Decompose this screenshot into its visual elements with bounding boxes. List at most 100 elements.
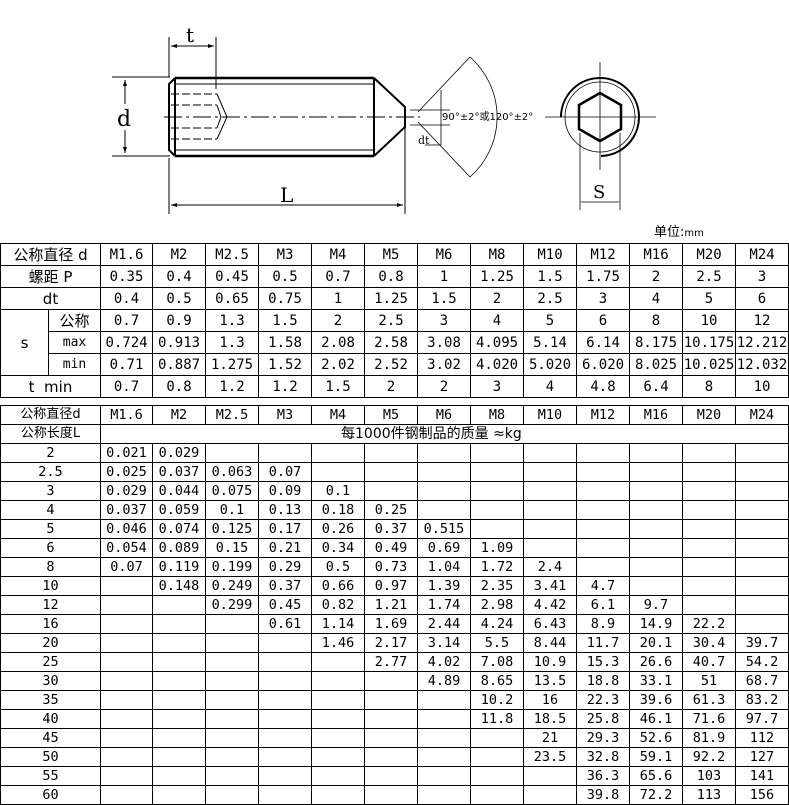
cell-value: 1.2	[258, 375, 313, 398]
mass-value	[682, 462, 736, 482]
mass-value	[100, 690, 153, 710]
mass-value: 2.17	[364, 633, 418, 653]
mass-value: 2.98	[470, 595, 524, 615]
cell-value: 8.025	[629, 353, 684, 376]
mass-value	[470, 481, 524, 501]
cell-value: 1	[311, 287, 366, 310]
mass-value	[682, 481, 736, 501]
mass-value: 2.35	[470, 576, 524, 596]
mass-value: 0.15	[205, 538, 259, 558]
length-value: 3	[0, 481, 101, 501]
mass-value	[470, 747, 524, 767]
size-header: M5	[364, 405, 418, 425]
mass-value: 61.3	[682, 690, 736, 710]
mass-value: 4.7	[576, 576, 630, 596]
mass-value	[100, 747, 153, 767]
mass-note: 每1000件钢制品的质量 ≈kg	[100, 424, 789, 444]
mass-value: 0.07	[258, 462, 312, 482]
mass-value: 0.125	[205, 519, 259, 539]
cell-value: 0.7	[100, 375, 154, 398]
mass-value: 141	[735, 766, 789, 786]
mass-value	[100, 709, 153, 729]
length-value: 40	[0, 709, 101, 729]
length-value: 30	[0, 671, 101, 691]
cell-value: 0.8	[364, 265, 419, 288]
cell-value: 2	[417, 375, 472, 398]
mass-value: 3.14	[417, 633, 471, 653]
mass-value: 127	[735, 747, 789, 767]
mass-value	[364, 766, 418, 786]
mass-value: 0.199	[205, 557, 259, 577]
mass-value	[735, 595, 789, 615]
cell-value: 0.887	[152, 353, 207, 376]
row-label: min	[47, 353, 102, 376]
mass-value: 10.2	[470, 690, 524, 710]
mass-value	[417, 462, 471, 482]
mass-value	[735, 614, 789, 634]
mass-value: 0.66	[311, 576, 365, 596]
cell-value: 5	[682, 287, 737, 310]
cell-value: 4.095	[470, 331, 525, 354]
mass-value	[205, 652, 259, 672]
mass-value: 40.7	[682, 652, 736, 672]
size-header: M8	[470, 243, 525, 266]
size-header: M10	[523, 243, 578, 266]
cell-value: 2.08	[311, 331, 366, 354]
mass-value: 29.3	[576, 728, 630, 748]
mass-value	[205, 443, 259, 463]
mass-value	[682, 500, 736, 520]
cell-value: 4.020	[470, 353, 525, 376]
mass-value	[417, 500, 471, 520]
nominal-diameter-label: 公称直径 d	[0, 243, 102, 266]
cell-value: 0.71	[100, 353, 154, 376]
mass-value: 0.97	[364, 576, 418, 596]
mass-value: 68.7	[735, 671, 789, 691]
mass-value	[152, 633, 206, 653]
mass-value	[364, 462, 418, 482]
mass-value: 0.119	[152, 557, 206, 577]
mass-value: 1.09	[470, 538, 524, 558]
mass-value	[152, 728, 206, 748]
mass-value: 18.5	[523, 709, 577, 729]
mass-value: 0.5	[311, 557, 365, 577]
mass-value: 0.25	[364, 500, 418, 520]
mass-value: 0.26	[311, 519, 365, 539]
mass-value	[417, 747, 471, 767]
mass-value	[523, 766, 577, 786]
mass-value: 8.65	[470, 671, 524, 691]
mass-value: 6.1	[576, 595, 630, 615]
cell-value: 0.35	[100, 265, 154, 288]
unit-value: mm	[684, 228, 704, 239]
mass-value	[152, 709, 206, 729]
size-header: M6	[417, 243, 472, 266]
mass-value: 15.3	[576, 652, 630, 672]
mass-value	[523, 538, 577, 558]
mass-value	[735, 500, 789, 520]
cell-value: 8	[629, 309, 684, 332]
mass-value	[629, 519, 683, 539]
mass-value	[152, 595, 206, 615]
cell-value: 4	[523, 375, 578, 398]
mass-value: 51	[682, 671, 736, 691]
length-value: 50	[0, 747, 101, 767]
mass-value	[311, 690, 365, 710]
mass-value	[364, 671, 418, 691]
mass-value	[311, 766, 365, 786]
mass-value	[205, 747, 259, 767]
cell-value: 0.4	[152, 265, 207, 288]
cell-value: 6.4	[629, 375, 684, 398]
mass-value: 0.1	[205, 500, 259, 520]
mass-value: 9.7	[629, 595, 683, 615]
cell-value: 5.14	[523, 331, 578, 354]
cell-value: 0.75	[258, 287, 313, 310]
mass-value: 21	[523, 728, 577, 748]
